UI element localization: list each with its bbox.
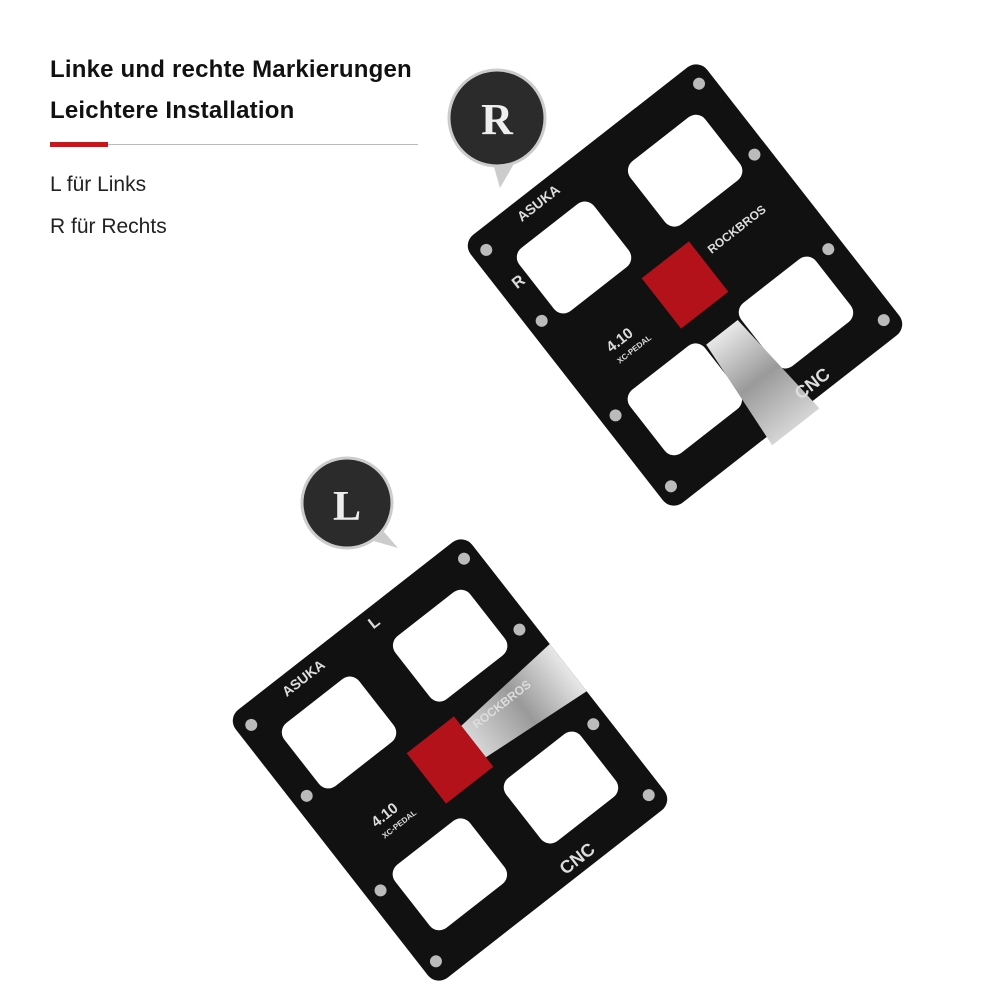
left-pedal: ASUKA L ROCKBROS 4.10 XC-PEDAL CNC [227, 533, 673, 987]
spindle [461, 644, 587, 758]
callout-right: R [447, 68, 547, 188]
svg-text:R: R [481, 95, 514, 144]
heading-line-2: Leichtere Installation [50, 97, 295, 124]
heading-line-1: Linke und rechte Markierungen [50, 56, 412, 83]
callout-left: L [300, 456, 398, 550]
legend-right: R für Rechts [50, 215, 167, 238]
legend-left: L für Links [50, 173, 147, 196]
accent-bar [50, 142, 108, 147]
divider [50, 144, 418, 145]
svg-text:L: L [333, 484, 361, 530]
spindle [706, 319, 820, 446]
